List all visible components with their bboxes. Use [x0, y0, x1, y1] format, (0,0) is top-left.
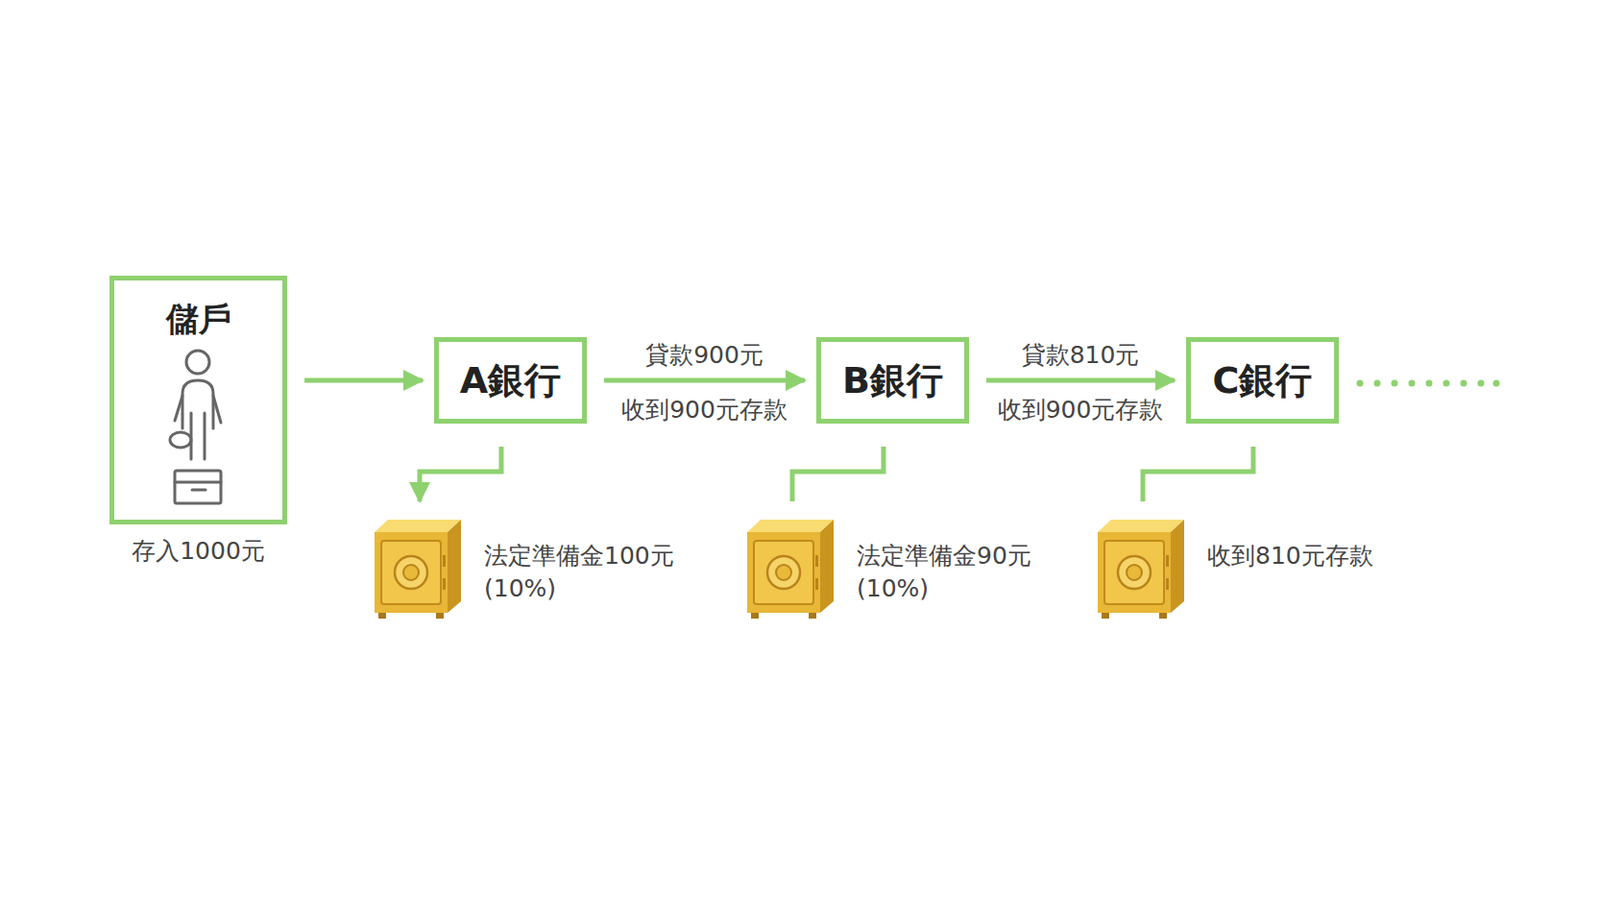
- reserve-label: 法定準備金90元 (10%): [856, 539, 1032, 606]
- flow-arrow: [604, 378, 805, 384]
- bank-name: A銀行: [460, 356, 561, 406]
- reserve-label: 收到810元存款: [1207, 539, 1374, 573]
- saver-box: 儲戶存入1000元: [109, 275, 288, 525]
- saver-icon: [169, 350, 221, 504]
- deposit-label: 存入1000元: [75, 534, 321, 567]
- flow-arrow: [986, 378, 1175, 384]
- bank-name: B銀行: [842, 356, 944, 406]
- bank-box: A銀行: [434, 337, 587, 424]
- bank-name: C銀行: [1212, 356, 1313, 406]
- continuation-dots: [1357, 380, 1501, 388]
- safe-icon: [374, 519, 461, 619]
- flow-arrow: [304, 378, 423, 384]
- loan-label: 貸款900元: [641, 339, 768, 371]
- loan-label: 貸款810元: [1018, 339, 1144, 371]
- reserve-label: 法定準備金100元 (10%): [484, 539, 675, 606]
- safe-icon: [1097, 519, 1185, 619]
- saver-title: 儲戶: [114, 297, 283, 342]
- flow-arrow: [792, 446, 884, 502]
- flow-arrow: [419, 446, 502, 502]
- flow-arrow: [1142, 446, 1254, 502]
- reserve-node: 收到810元存款: [1090, 516, 1196, 621]
- reserve-node: 法定準備金90元 (10%): [739, 516, 846, 621]
- received-label: 收到900元存款: [617, 393, 792, 426]
- safe-icon: [747, 519, 834, 619]
- received-label: 收到900元存款: [993, 393, 1168, 426]
- bank-box: C銀行: [1186, 337, 1339, 424]
- reserve-node: 法定準備金100元 (10%): [366, 516, 473, 621]
- bank-box: B銀行: [816, 337, 970, 424]
